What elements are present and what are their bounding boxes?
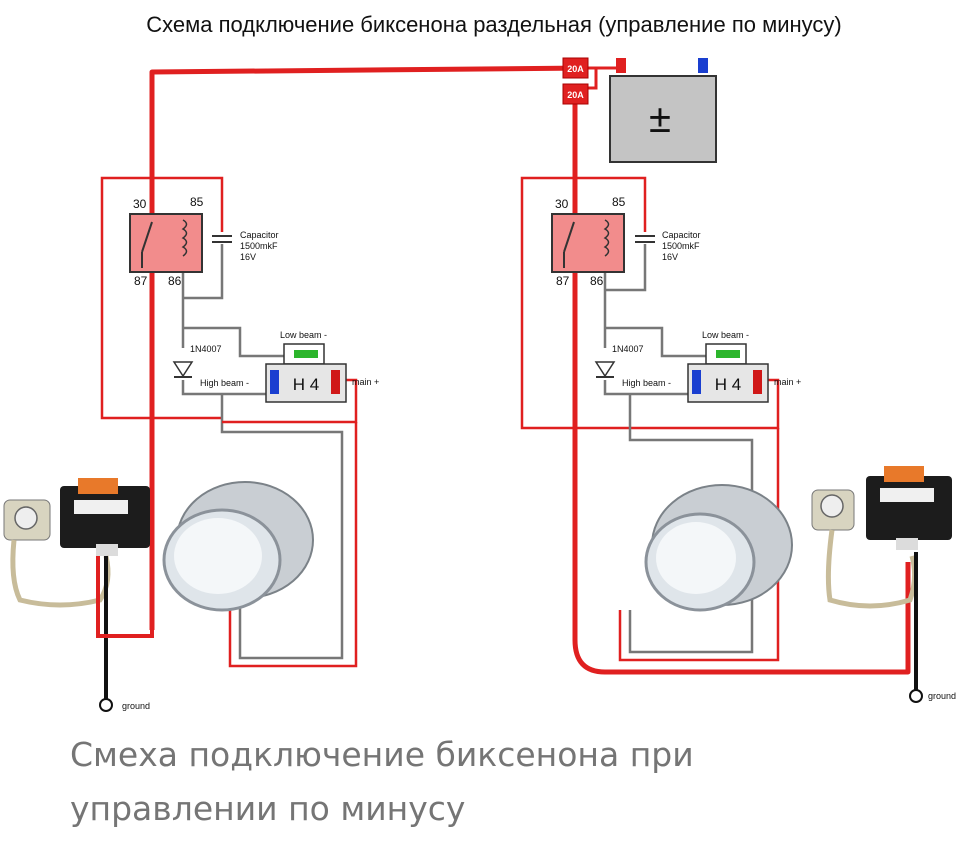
- left-h4-main-pin: [331, 370, 340, 394]
- fuse-top: 20A: [562, 57, 589, 79]
- left-h4-connector: H 4 Low beam - High beam - main +: [200, 330, 379, 403]
- battery-symbol: ±: [649, 97, 671, 141]
- right-h4-main-pin: [753, 370, 762, 394]
- left-capacitor-label: Capacitor: [240, 230, 279, 240]
- caption-line-2: управлении по минусу: [70, 789, 466, 828]
- left-relay-pin-87: 87: [134, 274, 148, 288]
- left-diode-label: 1N4007: [190, 344, 222, 354]
- right-capacitor-label: Capacitor: [662, 230, 701, 240]
- right-relay-pin-30: 30: [555, 197, 569, 211]
- right-relay-pin-87: 87: [556, 274, 570, 288]
- left-capacitor-value: 1500mkF: [240, 241, 278, 251]
- battery-negative-terminal: [698, 58, 708, 73]
- left-bixenon-lens: [162, 481, 314, 612]
- left-ground-label: ground: [122, 701, 150, 711]
- fuse-bottom: 20A: [562, 83, 589, 105]
- battery-positive-wire: [588, 66, 618, 90]
- left-relay-pin-86: 86: [168, 274, 182, 288]
- caption-line-1: Смеха подключение биксенона при: [70, 735, 694, 774]
- right-h4-high-beam-pin: [692, 370, 701, 394]
- right-capacitor-voltage: 16V: [662, 252, 678, 262]
- right-relay-loop-wire: [520, 176, 644, 430]
- left-relay: 30 85 87 86: [129, 195, 204, 288]
- right-diode: 1N4007: [594, 344, 644, 378]
- right-h4-low-beam-pin: [716, 350, 740, 358]
- right-h4-low-beam-label: Low beam -: [702, 330, 749, 340]
- left-relay-pin-85: 85: [190, 195, 204, 209]
- left-h4-high-beam-pin: [270, 370, 279, 394]
- left-ground-point: [99, 698, 113, 712]
- left-ballast: [60, 478, 150, 556]
- left-gray-control-wire: [183, 244, 224, 300]
- right-gray-control-wire: [605, 244, 647, 292]
- right-ground-point: [909, 689, 923, 703]
- right-bixenon-lens: [644, 484, 793, 612]
- right-h4-main-label: main +: [774, 377, 801, 387]
- left-capacitor-voltage: 16V: [240, 252, 256, 262]
- battery-positive-terminal: [616, 58, 626, 73]
- left-relay-pin-30: 30: [133, 197, 147, 211]
- right-ground-label: ground: [928, 691, 956, 701]
- right-capacitor: Capacitor 1500mkF 16V: [635, 230, 701, 262]
- fuse-bottom-label: 20A: [567, 90, 584, 100]
- right-relay-pin-85: 85: [612, 195, 626, 209]
- left-h4-label: H 4: [293, 375, 319, 394]
- left-h4-low-beam-pin: [294, 350, 318, 358]
- left-circuit: 30 85 87 86 Capacitor 1500mkF 16V 1N4007: [3, 176, 379, 712]
- left-capacitor: Capacitor 1500mkF 16V: [212, 230, 279, 262]
- right-ballast: [866, 466, 952, 550]
- right-circuit: 30 85 87 86 Capacitor 1500mkF 16V 1N4007…: [520, 176, 956, 703]
- wiring-diagram: Схема подключение биксенона раздельная (…: [3, 12, 956, 712]
- left-diode: 1N4007: [172, 344, 222, 378]
- right-relay-pin-86: 86: [590, 274, 604, 288]
- diagram-title: Схема подключение биксенона раздельная (…: [146, 12, 841, 37]
- right-h4-label: H 4: [715, 375, 741, 394]
- left-relay-loop-wire: [100, 176, 222, 420]
- right-h4-high-beam-label: High beam -: [622, 378, 671, 388]
- right-h4-connector: H 4 Low beam - High beam - main +: [622, 330, 801, 403]
- left-h4-high-beam-label: High beam -: [200, 378, 249, 388]
- right-capacitor-value: 1500mkF: [662, 241, 700, 251]
- right-relay: 30 85 87 86: [551, 195, 626, 288]
- left-h4-main-label: main +: [352, 377, 379, 387]
- left-h4-low-beam-label: Low beam -: [280, 330, 327, 340]
- fuse-top-label: 20A: [567, 64, 584, 74]
- right-diode-label: 1N4007: [612, 344, 644, 354]
- right-power-wire: [572, 100, 911, 675]
- battery: ±: [609, 58, 717, 163]
- main-power-wire: [149, 65, 589, 630]
- caption: Смеха подключение биксенона при управлен…: [70, 728, 930, 836]
